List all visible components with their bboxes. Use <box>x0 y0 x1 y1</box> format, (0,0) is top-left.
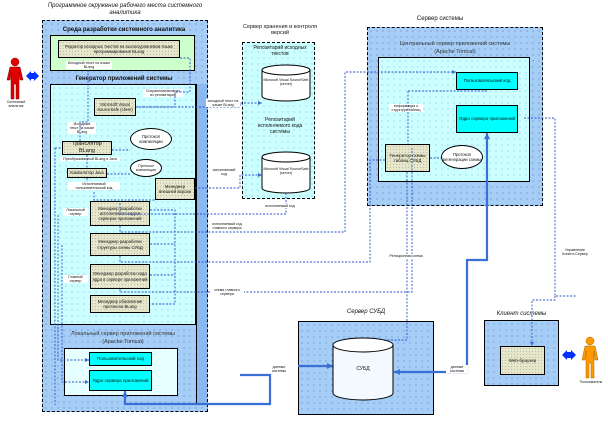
web-browser[interactable]: Web-браузер <box>500 346 545 375</box>
connector-local-core-db <box>123 373 272 406</box>
system-server-title: Сервер системы <box>416 16 464 22</box>
manager-schema: Менеджер разработки структуры схемы СУБД <box>90 233 150 256</box>
connector-local-core <box>61 245 89 383</box>
user-label: Пользователь <box>579 380 603 384</box>
edge-label-relational-schema: Реляционная схема <box>386 254 426 259</box>
dbms-label: СУБД <box>356 366 370 372</box>
left-area-title: Программное окружение рабочего места сис… <box>47 3 203 17</box>
connector-editor-translator <box>79 70 89 141</box>
external-version-manager: Менеджер внешней версии <box>155 178 195 200</box>
connector-manager-bus <box>150 209 176 305</box>
bidirectional-connector-icon <box>562 350 576 360</box>
connector-local-left <box>54 147 62 405</box>
local-server-subtitle: (Apache Tomcat) <box>102 339 144 345</box>
source-label: Исходный текст на языке BLang <box>68 122 96 135</box>
edge-label-main-exec: исполняемый код главного сервера <box>210 222 244 231</box>
edge-label-system-data-1: данные системы <box>446 365 468 374</box>
connector-local-user-code <box>57 215 89 361</box>
client-title: Клиент системы <box>496 311 547 317</box>
local-app-core: Ядро сервера приложений <box>89 370 152 391</box>
central-server-subtitle: (Apache Tomcat) <box>434 49 476 55</box>
edge-label-main-schema: схема главного сервера <box>210 288 244 297</box>
cylinder-repo-source <box>261 64 311 102</box>
connector-vss-repo <box>136 102 262 108</box>
central-server-title: Центральный сервер приложений системы <box>399 41 511 47</box>
connector-table-info <box>407 90 488 144</box>
edge-label-client-server: Управление Клиент-Сервер <box>558 248 592 257</box>
version-server-title: Сервер хранения и контроля версий <box>242 24 318 37</box>
schema-generator: Генератор схемы таблиц СУБД <box>385 144 430 172</box>
arrowheads <box>85 70 534 397</box>
edge-label-system-data-2: данные системы <box>268 365 290 374</box>
analyst-icon <box>6 57 24 100</box>
edge-label-exec: исполняемый код <box>209 168 239 177</box>
manager-core: Менеджер разработки кода ядра в сервере … <box>90 264 150 289</box>
edge-label-source: исходный текст на языке BLang <box>206 99 240 108</box>
repo-exec-title: Репозитарий исполняемого кода системы <box>257 117 303 135</box>
bidirectional-connector-icon <box>26 71 39 81</box>
compile-log-1: Протокол компиляции <box>130 128 172 150</box>
connector-extmgr-repo <box>195 174 262 189</box>
edge-label-exec-2: исполняемый код <box>264 204 296 209</box>
central-app-core: Ядро сервера приложений <box>456 105 518 133</box>
vss-server-2: Microsoft Visual SourceSafe (server) <box>263 167 309 176</box>
local-server-title: Локальный сервер приложений системы <box>71 331 175 337</box>
save-restore-label: Сохранение/возврат из репозитария <box>143 89 183 98</box>
connector-compiler-manager <box>86 178 155 201</box>
java-label: Преобразованный BLang в Java <box>60 157 120 162</box>
user-icon <box>581 336 599 379</box>
vss-client: Microsoft Visual SourceSafe (client) <box>94 98 136 116</box>
connector-repo-manager <box>119 193 287 215</box>
compile-log-2: Протокол компиляции <box>130 159 162 177</box>
connector-core-db <box>394 133 489 374</box>
connector-client-server <box>524 117 576 346</box>
dotted-connectors <box>54 57 576 405</box>
generator-title: Генератор приложений системы <box>75 76 173 82</box>
dev-env-title: Среда разработки системного аналитика <box>62 27 186 33</box>
blang-translator: Транслятор BLang <box>62 141 112 155</box>
workstation-strip <box>196 84 207 404</box>
local-server-label: Локальный сервер <box>63 208 88 217</box>
analyst-label: Системный аналитик <box>6 100 26 108</box>
exec-code-label: Исполняемый пользовательский код <box>68 182 120 191</box>
cylinder-repo-exec <box>261 151 311 194</box>
connector-main-user-code <box>119 71 456 233</box>
schema-log: Протокол регенерации схемы <box>441 145 483 169</box>
editor-output-label: Исходный текст на языке BLang <box>66 61 112 70</box>
manager-protocol: Менеджер обновления протокола BLang <box>90 295 150 313</box>
repo-source-title: Репозитарий исходных текстов <box>253 45 307 57</box>
java-compiler: Компилятор Java <box>67 168 107 178</box>
connector-main-schema <box>119 148 413 293</box>
table-info-label: информация о структуре таблиц <box>389 104 423 113</box>
central-user-code: Пользовательский код <box>456 72 518 90</box>
source-editor: Редактор исходных текстов на высокоуровн… <box>58 40 180 58</box>
connector-editor-vss <box>136 57 191 108</box>
main-server-label: Главный сервер <box>63 275 88 284</box>
db-server-title: Сервер СУБД <box>346 309 386 315</box>
vss-server-1: Microsoft Visual SourceSafe (server) <box>263 78 309 87</box>
connector-schema-generator <box>119 159 385 263</box>
cylinder-dbms <box>332 337 394 401</box>
local-user-code: Пользовательский код <box>89 352 152 366</box>
